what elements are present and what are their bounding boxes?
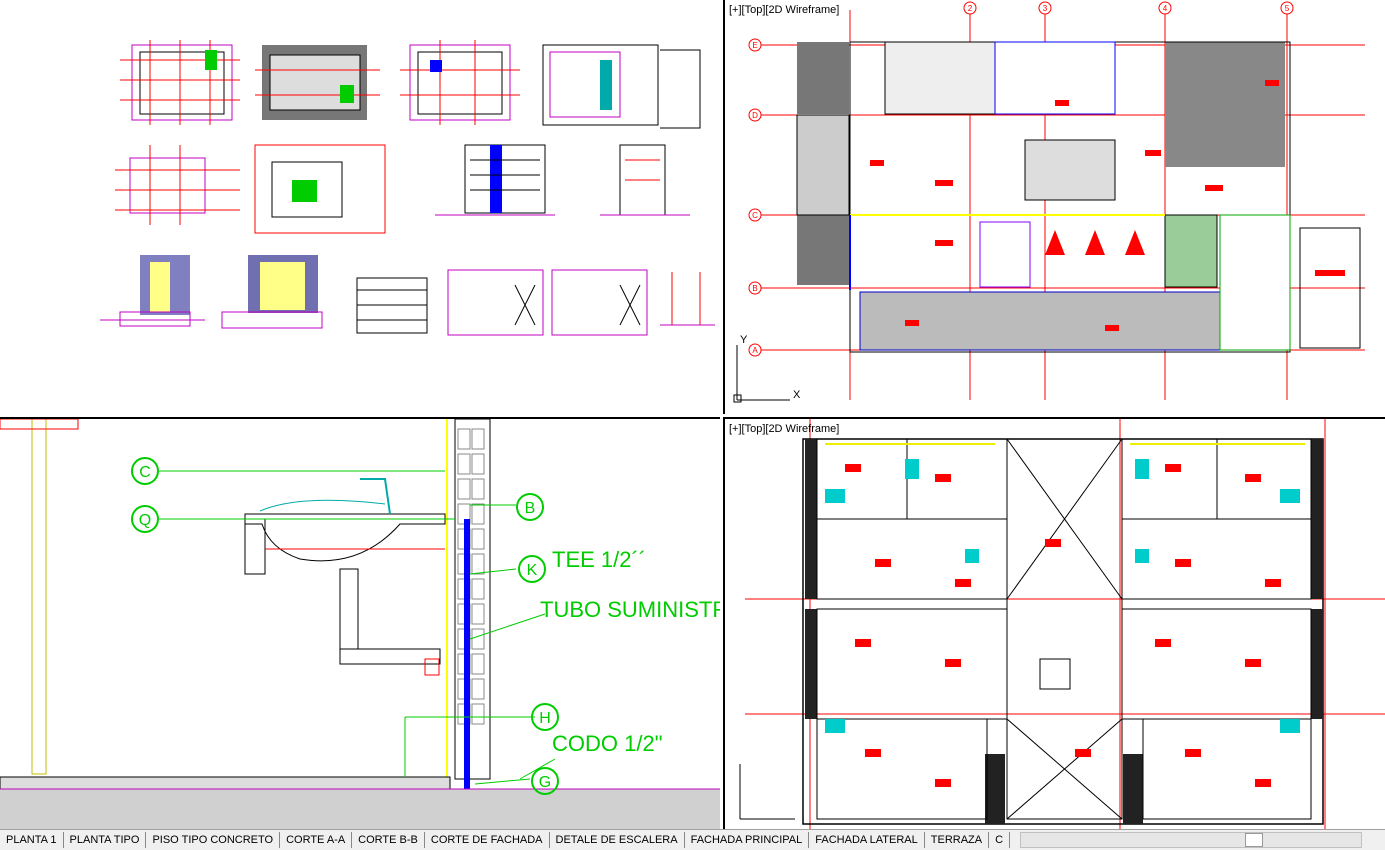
tab-corte-a-a[interactable]: CORTE A-A	[280, 832, 353, 848]
grid-bubble-label: D	[752, 111, 758, 120]
tab-terraza[interactable]: TERRAZA	[925, 832, 990, 848]
grid-bubble-label: 2	[968, 4, 973, 13]
viewport-floor-plan[interactable]: [+][Top][2D Wireframe]	[723, 0, 1385, 414]
viewport-label[interactable]: [+][Top][2D Wireframe]	[729, 423, 840, 435]
thumb-roof-1	[447, 269, 544, 336]
thumb-facade-2	[221, 255, 323, 329]
grid-bubble-label: E	[752, 41, 757, 50]
floor-plan-drawing: 2 3 4 5 E D C B A Y X	[733, 1, 1365, 403]
viewport-typical-floor[interactable]: [+][Top][2D Wireframe]	[723, 417, 1385, 829]
viewport-plumbing-detail[interactable]: C Q B K H G TEE 1/2´´ TUBO SUMINISTR COD…	[0, 417, 720, 829]
plumbing-detail-drawing: C Q B K H G TEE 1/2´´ TUBO SUMINISTR COD…	[0, 419, 720, 829]
viewport-label[interactable]: [+][Top][2D Wireframe]	[729, 4, 840, 16]
thumb-plan-5	[115, 145, 240, 225]
thumb-plan-2	[255, 45, 380, 120]
overview-drawing	[100, 40, 715, 336]
bubble-label: Q	[139, 512, 151, 529]
ucs-y-label: Y	[740, 334, 748, 346]
thumb-plan-4	[542, 44, 701, 129]
thumb-roof-2	[551, 269, 648, 336]
tab-corte-de-fachada[interactable]: CORTE DE FACHADA	[425, 832, 550, 848]
thumb-plan-3	[400, 40, 520, 125]
grid-bubble-label: C	[752, 211, 758, 220]
horizontal-scrollbar[interactable]	[1020, 832, 1362, 848]
tab-corte-b-b[interactable]: CORTE B-B	[352, 832, 425, 848]
thumb-elevation-1	[435, 144, 555, 216]
grid-bubble-label: A	[752, 346, 758, 355]
typical-floor-drawing	[739, 419, 1385, 829]
bubble-label: C	[139, 464, 151, 481]
tab-planta-1[interactable]: PLANTA 1	[0, 832, 64, 848]
tab-piso-tipo-concreto[interactable]: PISO TIPO CONCRETO	[146, 832, 281, 848]
grid-bubble-label: 5	[1285, 4, 1290, 13]
ucs-icon	[733, 345, 790, 403]
bubble-label: B	[525, 500, 536, 517]
tab-detale-de-escalera[interactable]: DETALE DE ESCALERA	[550, 832, 685, 848]
scrollbar-thumb[interactable]	[1245, 833, 1263, 847]
viewport-overview[interactable]	[0, 0, 720, 414]
tab-fachada-principal[interactable]: FACHADA PRINCIPAL	[685, 832, 810, 848]
tubo-label: TUBO SUMINISTR	[540, 597, 720, 622]
tab-planta-tipo[interactable]: PLANTA TIPO	[64, 832, 147, 848]
thumb-facade-1	[100, 255, 205, 327]
thumb-elevation-2	[600, 144, 690, 216]
thumb-stair	[356, 277, 428, 334]
grid-bubble-label: B	[752, 284, 757, 293]
ucs-icon	[739, 764, 795, 820]
tab-more[interactable]: C	[989, 832, 1011, 848]
ucs-x-label: X	[793, 389, 801, 401]
tee-label: TEE 1/2´´	[552, 547, 646, 572]
grid-bubble-label: 4	[1163, 4, 1168, 13]
bubble-label: G	[539, 774, 551, 791]
bubble-label: H	[539, 710, 551, 727]
bubble-label: K	[527, 562, 538, 579]
thumb-section	[660, 272, 715, 326]
codo-label: CODO 1/2"	[552, 731, 663, 756]
tab-fachada-lateral[interactable]: FACHADA LATERAL	[809, 832, 925, 848]
grid-bubble-label: 3	[1043, 4, 1048, 13]
thumb-plan-1	[120, 40, 240, 125]
thumb-plan-6	[254, 144, 386, 234]
